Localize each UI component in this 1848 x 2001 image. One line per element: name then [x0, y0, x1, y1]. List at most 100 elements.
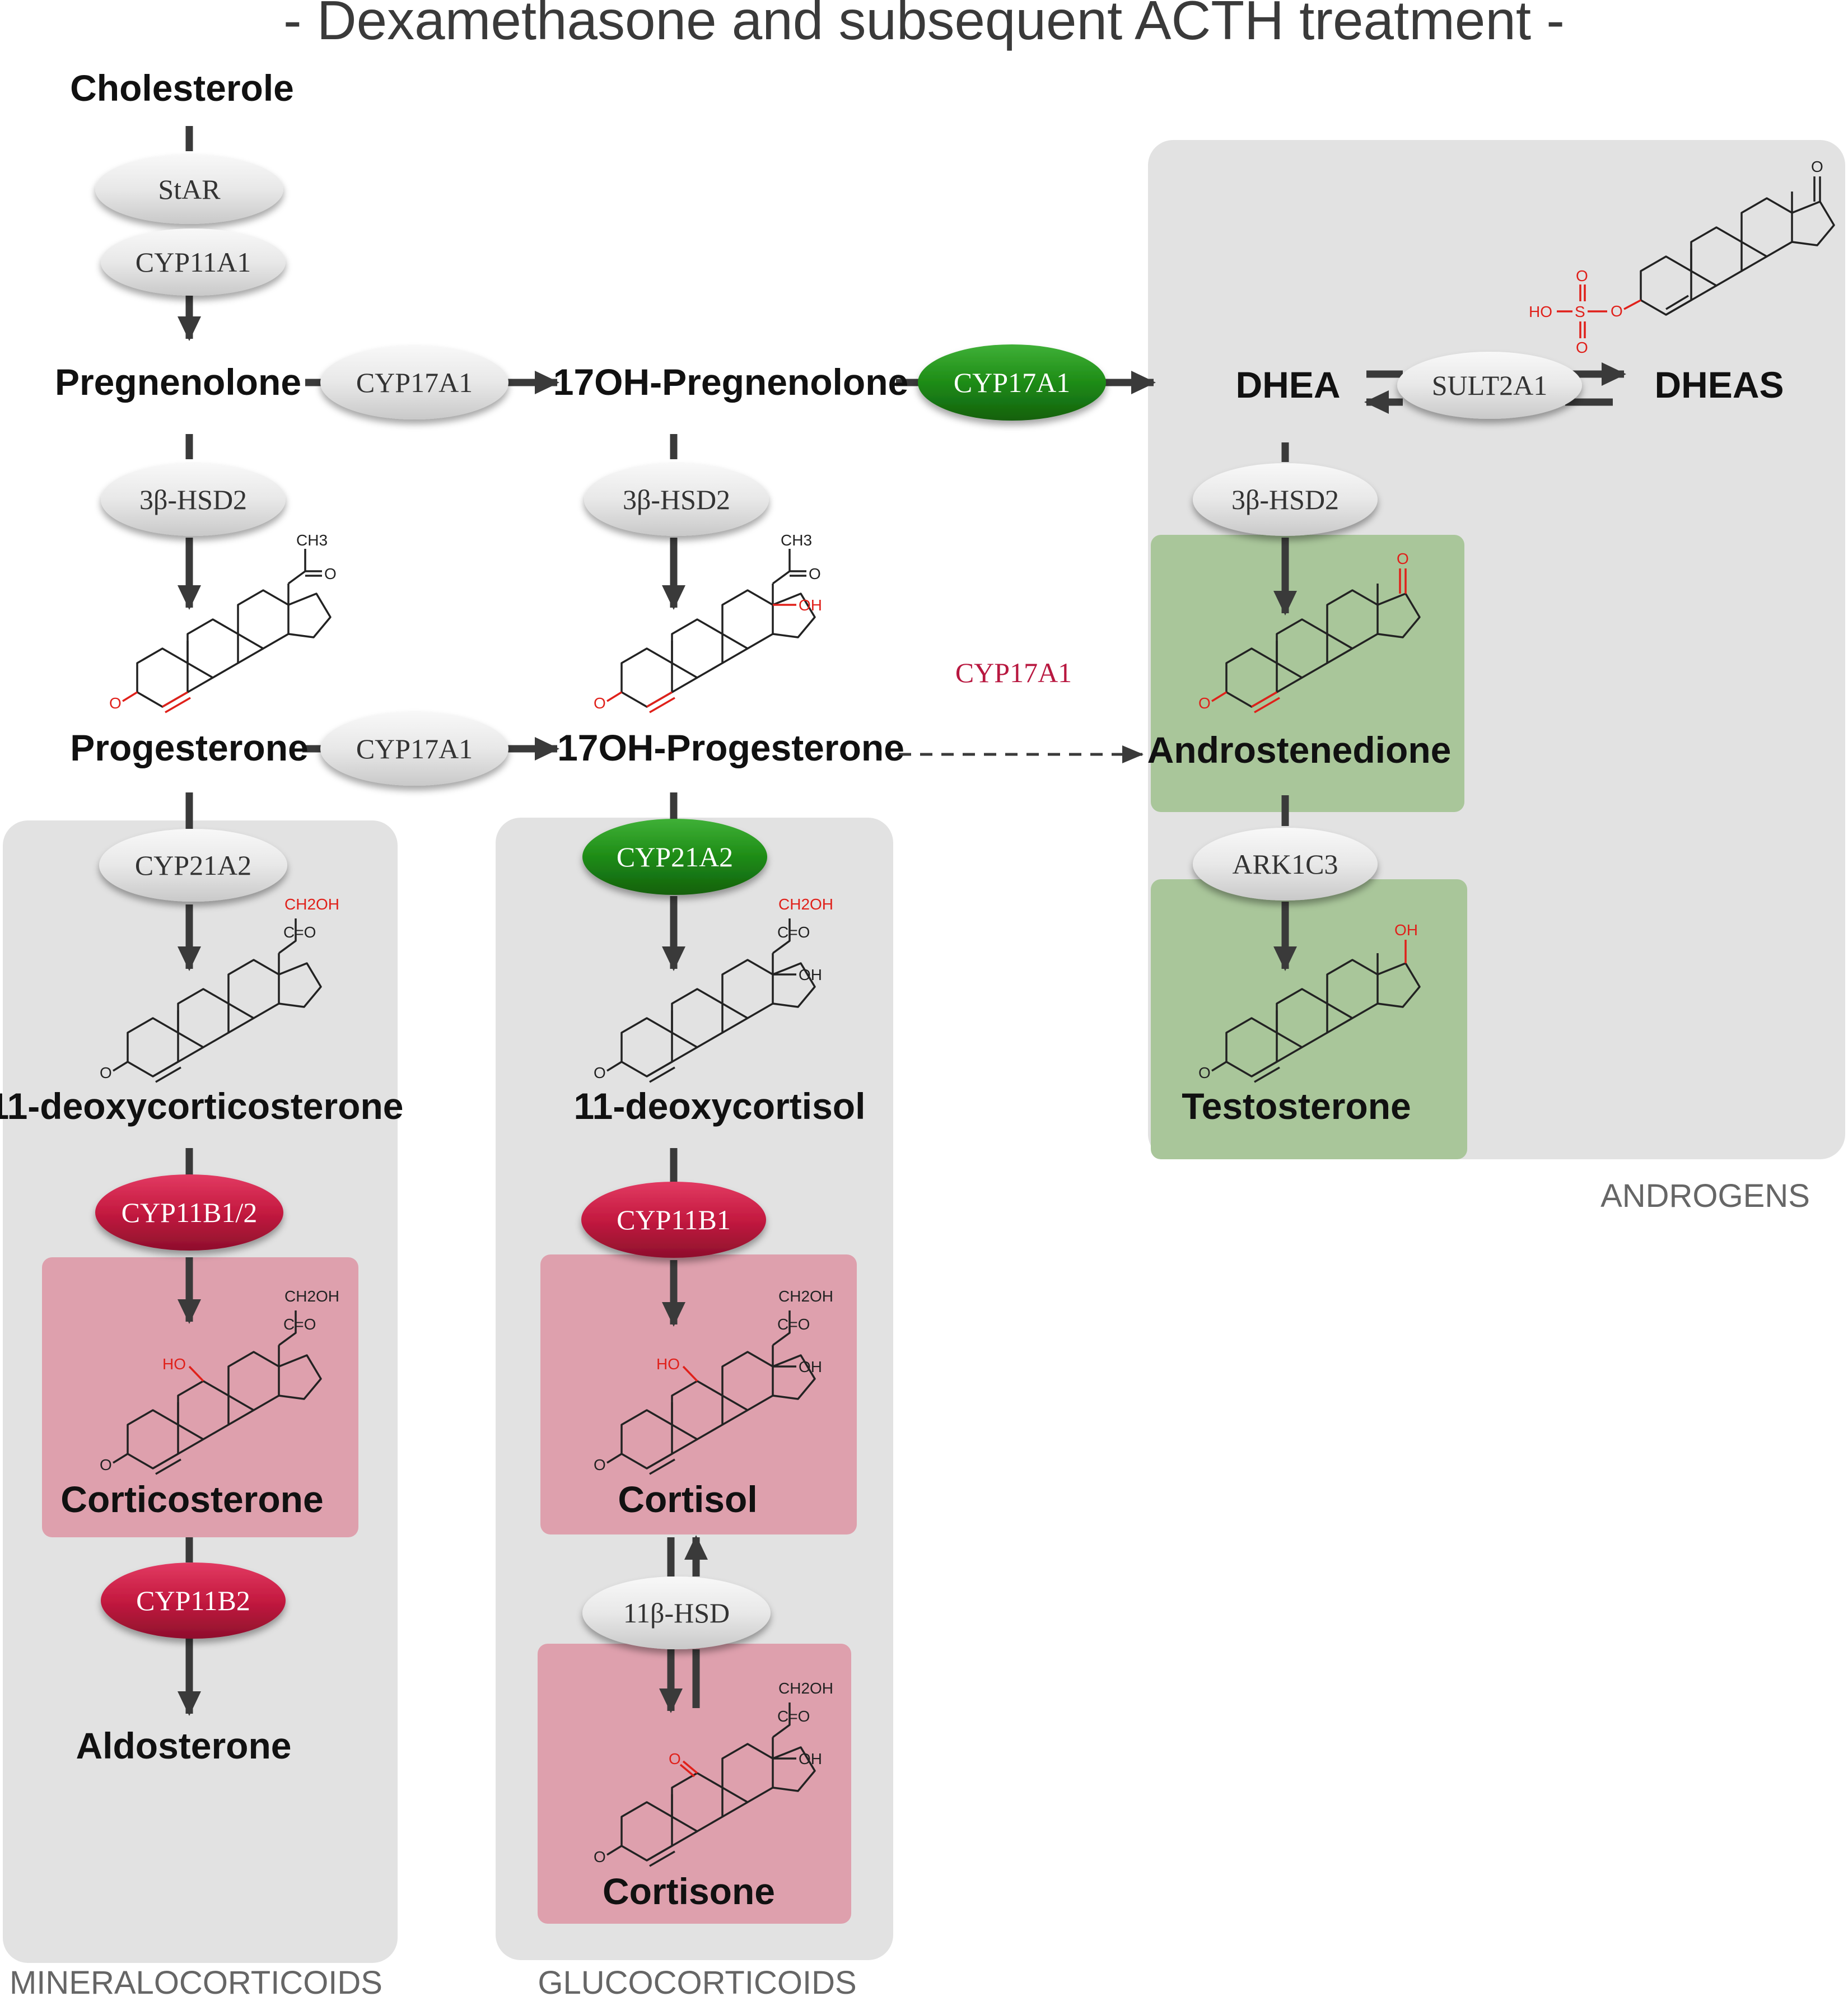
structure-oh-progesterone: O CH3 O OH — [594, 531, 822, 713]
svg-text:HO: HO — [1529, 303, 1552, 320]
enzyme-hsd11b: 11β-HSD — [582, 1576, 771, 1649]
structure-corticosterone: O HO C=O CH2OH — [100, 1288, 339, 1475]
svg-text:O: O — [109, 694, 122, 712]
enzyme-hsd3b2-preg-label: 3β-HSD2 — [139, 484, 247, 515]
androgens-label: ANDROGENS — [1600, 1178, 1810, 1214]
metabolite-oh-progesterone: 17OH-Progesterone — [557, 727, 904, 768]
svg-text:CH3: CH3 — [781, 531, 812, 549]
svg-text:C=O: C=O — [777, 1316, 810, 1333]
svg-text:C=O: C=O — [283, 923, 316, 941]
svg-text:CH2OH: CH2OH — [778, 1288, 833, 1305]
svg-text:O: O — [594, 1456, 606, 1473]
svg-text:O: O — [1576, 267, 1588, 284]
corticosterone-highlight — [42, 1257, 358, 1537]
metabolite-testosterone: Testosterone — [1182, 1085, 1411, 1127]
enzyme-sult2a1-label: SULT2A1 — [1432, 370, 1548, 401]
svg-text:O: O — [1811, 158, 1823, 175]
svg-text:O: O — [594, 1064, 606, 1081]
metabolite-oh-pregnenolone: 17OH-Pregnenolone — [553, 361, 908, 403]
metabolite-progesterone: Progesterone — [70, 727, 308, 768]
enzyme-cyp17a1-preg: CYP17A1 — [320, 346, 508, 419]
svg-text:CH3: CH3 — [296, 531, 328, 549]
enzyme-cyp11b2-label: CYP11B2 — [136, 1585, 250, 1616]
structure-deoxycorticosterone: O C=O CH2OH — [100, 895, 339, 1083]
enzyme-hsd3b2-dhea-label: 3β-HSD2 — [1231, 484, 1339, 515]
svg-text:C=O: C=O — [777, 1708, 810, 1725]
svg-text:OH: OH — [1394, 921, 1418, 939]
enzyme-cyp11a1: CYP11A1 — [101, 228, 286, 296]
structure-progesterone: O CH3 O — [109, 531, 337, 713]
svg-text:O: O — [594, 1848, 606, 1865]
enzyme-cyp11b12: CYP11B1/2 — [95, 1174, 283, 1251]
svg-text:O: O — [1611, 302, 1623, 320]
svg-text:C=O: C=O — [283, 1316, 316, 1333]
cortisone-highlight — [538, 1644, 851, 1924]
enzyme-cyp11b2: CYP11B2 — [101, 1562, 286, 1639]
enzyme-hsd3b2-ohpreg: 3β-HSD2 — [584, 463, 769, 536]
mineralocorticoids-label: MINERALOCORTICOIDS — [10, 1965, 382, 2001]
enzyme-ark1c3: ARK1C3 — [1193, 828, 1378, 901]
svg-text:C=O: C=O — [777, 923, 810, 941]
svg-text:O: O — [324, 565, 337, 582]
structure-deoxycortisol: O C=O CH2OH OH — [594, 895, 833, 1083]
structure-testosterone: O OH — [1198, 921, 1421, 1083]
cortisol-highlight — [540, 1254, 857, 1534]
structure-dheas: O S O O HO O — [1529, 158, 1835, 356]
metabolite-pregnenolone: Pregnenolone — [55, 361, 301, 403]
enzyme-cyp11a1-label: CYP11A1 — [136, 246, 251, 278]
metabolite-dheas: DHEAS — [1654, 364, 1784, 405]
metabolite-deoxycorticosterone: 11-deoxycorticosterone — [0, 1085, 403, 1127]
svg-text:HO: HO — [162, 1355, 186, 1373]
svg-text:O: O — [669, 1750, 681, 1767]
structure-cortisone: O O C=O CH2OH OH — [594, 1680, 833, 1867]
enzyme-star: StAR — [95, 155, 283, 224]
metabolite-deoxycortisol: 11-deoxycortisol — [574, 1085, 866, 1127]
metabolite-cholesterole: Cholesterole — [70, 67, 294, 109]
enzyme-sult2a1: SULT2A1 — [1397, 352, 1582, 419]
diagram-title: - Dexamethasone and subsequent ACTH trea… — [283, 0, 1565, 51]
metabolite-dhea: DHEA — [1235, 364, 1340, 405]
metabolite-aldosterone: Aldosterone — [76, 1725, 291, 1766]
enzyme-cyp17a1-prog-label: CYP17A1 — [356, 733, 473, 764]
svg-text:CH2OH: CH2OH — [284, 1288, 339, 1305]
metabolite-androstenedione: Androstenedione — [1147, 729, 1452, 771]
svg-text:OH: OH — [799, 966, 822, 983]
structure-cortisol: O HO C=O CH2OH OH — [594, 1288, 833, 1475]
enzyme-cyp17a1-ohpreg-label: CYP17A1 — [954, 367, 1070, 398]
svg-text:O: O — [1198, 1064, 1211, 1081]
metabolite-corticosterone: Corticosterone — [60, 1478, 323, 1520]
enzyme-cyp17a1-ohpreg: CYP17A1 — [918, 344, 1106, 421]
svg-text:CH2OH: CH2OH — [778, 1680, 833, 1697]
svg-text:O: O — [594, 694, 606, 712]
enzyme-cyp11b1-label: CYP11B1 — [617, 1204, 731, 1235]
structure-androstenedione: O O — [1198, 550, 1421, 713]
enzyme-cyp11b1: CYP11B1 — [581, 1182, 766, 1258]
svg-text:O: O — [1397, 550, 1409, 567]
cyp17a1-dashed-annotation: CYP17A1 — [955, 657, 1072, 688]
enzyme-cyp17a1-prog: CYP17A1 — [320, 712, 508, 786]
metabolite-cortisone: Cortisone — [603, 1871, 775, 1912]
metabolite-cortisol: Cortisol — [618, 1478, 757, 1520]
enzyme-hsd3b2-dhea: 3β-HSD2 — [1193, 463, 1378, 536]
svg-text:S: S — [1575, 303, 1585, 320]
svg-text:CH2OH: CH2OH — [284, 895, 339, 913]
enzyme-hsd11b-label: 11β-HSD — [623, 1597, 730, 1629]
svg-text:O: O — [1576, 339, 1588, 356]
svg-text:HO: HO — [656, 1355, 680, 1373]
glucocorticoids-label: GLUCOCORTICOIDS — [538, 1965, 856, 2001]
svg-text:CH2OH: CH2OH — [778, 895, 833, 913]
enzyme-cyp17a1-preg-label: CYP17A1 — [356, 367, 473, 398]
enzyme-ark1c3-label: ARK1C3 — [1233, 848, 1338, 880]
svg-text:O: O — [100, 1064, 112, 1081]
enzyme-cyp11b12-label: CYP11B1/2 — [122, 1197, 258, 1228]
svg-text:OH: OH — [799, 596, 822, 614]
enzyme-cyp21a2-prog: CYP21A2 — [99, 829, 287, 902]
svg-text:OH: OH — [799, 1750, 822, 1767]
enzyme-hsd3b2-preg: 3β-HSD2 — [101, 463, 286, 536]
enzyme-cyp21a2-prog-label: CYP21A2 — [135, 850, 251, 881]
enzyme-cyp21a2-ohprog-label: CYP21A2 — [617, 841, 733, 873]
enzyme-cyp21a2-ohprog: CYP21A2 — [582, 819, 767, 895]
svg-text:O: O — [100, 1456, 112, 1473]
svg-text:OH: OH — [799, 1358, 822, 1375]
